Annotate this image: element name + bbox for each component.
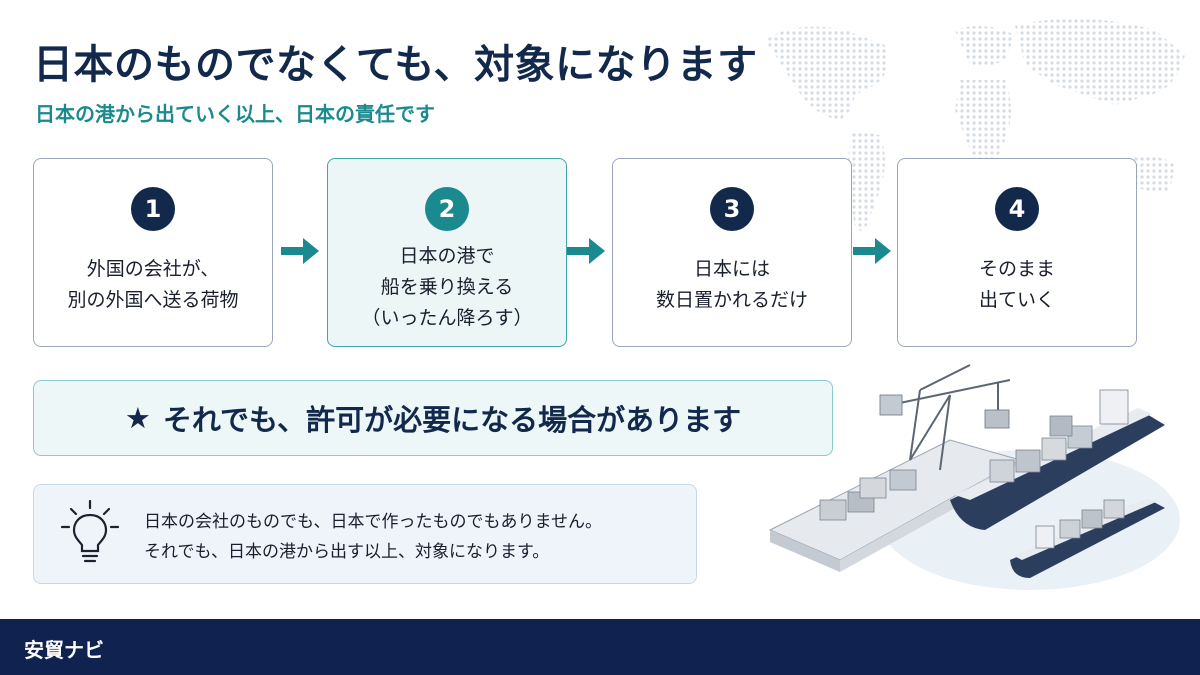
step-number-badge: 4 (995, 187, 1039, 231)
arrow-right-icon (853, 238, 891, 264)
notice-text: それでも、許可が必要になる場合があります (162, 403, 742, 437)
step-card-2: 2 日本の港で 船を乗り換える （いったん降ろす） (327, 158, 567, 347)
step-card-3: 3 日本には 数日置かれるだけ (612, 158, 852, 347)
footer-brand: 安貿ナビ (24, 638, 104, 662)
step-number-badge: 2 (425, 187, 469, 231)
page-title: 日本のものでなくても、対象になります (33, 42, 758, 88)
port-ships-illustration (768, 364, 1180, 590)
tip-line: それでも、日本の港から出す以上、対象になります。 (144, 542, 550, 562)
page-subtitle: 日本の港から出ていく以上、日本の責任です (35, 102, 435, 126)
footer-bar: 安貿ナビ (0, 619, 1200, 675)
tip-text: 日本の会社のものでも、日本で作ったものでもありません。 それでも、日本の港から出… (144, 507, 602, 567)
step-line: 数日置かれるだけ (655, 289, 808, 311)
step-description: 外国の会社が、 別の外国へ送る荷物 (34, 254, 272, 316)
step-line: そのまま (978, 258, 1055, 280)
tip-line: 日本の会社のものでも、日本で作ったものでもありません。 (144, 512, 602, 532)
step-card-4: 4 そのまま 出ていく (897, 158, 1137, 347)
step-description: 日本には 数日置かれるだけ (613, 254, 851, 316)
world-map-illustration (765, 18, 1185, 231)
arrow-right-icon (281, 238, 319, 264)
tip-box: 日本の会社のものでも、日本で作ったものでもありません。 それでも、日本の港から出… (33, 484, 697, 584)
step-card-1: 1 外国の会社が、 別の外国へ送る荷物 (33, 158, 273, 347)
step-line: 日本の港で (399, 245, 495, 267)
step-description: そのまま 出ていく (898, 254, 1136, 316)
step-line: 外国の会社が、 (86, 258, 220, 280)
step-line: 船を乗り換える (380, 276, 514, 298)
step-number-badge: 3 (710, 187, 754, 231)
step-number-badge: 1 (131, 187, 175, 231)
notice-banner: ★ それでも、許可が必要になる場合があります (33, 380, 833, 456)
lightbulb-icon (60, 499, 120, 563)
step-line: 出ていく (978, 289, 1055, 311)
step-line: 別の外国へ送る荷物 (67, 289, 239, 311)
step-description: 日本の港で 船を乗り換える （いったん降ろす） (328, 241, 566, 334)
star-icon: ★ (124, 401, 151, 435)
step-line: （いったん降ろす） (361, 307, 533, 329)
arrow-right-icon (567, 238, 605, 264)
step-line: 日本には (693, 258, 770, 280)
